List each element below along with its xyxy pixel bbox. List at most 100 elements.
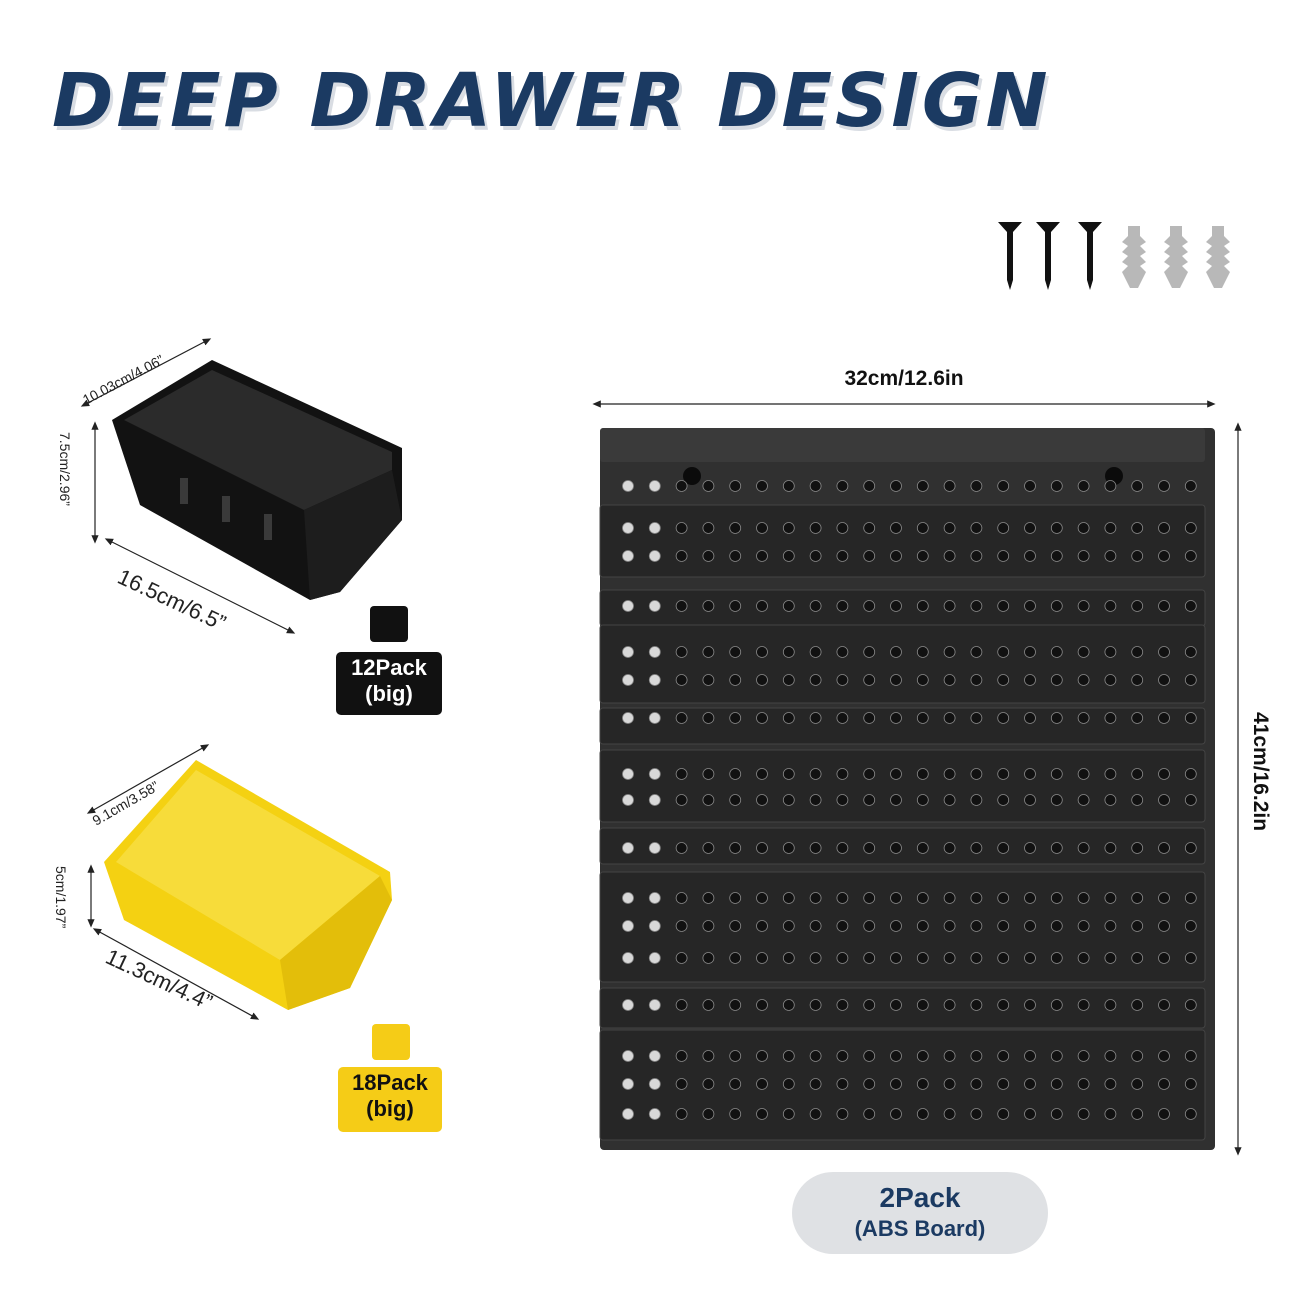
peg-hole — [675, 480, 688, 492]
peg-hole — [1184, 999, 1197, 1011]
peg-hole — [943, 600, 956, 612]
peg-hole — [782, 952, 795, 964]
peg-hole — [1050, 999, 1063, 1011]
peg-hole — [729, 768, 742, 780]
peg-hole — [1131, 768, 1144, 780]
peg-hole — [1050, 550, 1063, 562]
peg-hole — [1184, 1050, 1197, 1062]
peg-hole — [782, 522, 795, 534]
peg-hole — [648, 550, 661, 562]
peg-hole — [943, 794, 956, 806]
peg-hole — [648, 842, 661, 854]
peg-hole — [1077, 550, 1090, 562]
peg-hole — [1024, 522, 1036, 534]
peg-hole — [890, 952, 902, 964]
peg-hole — [1158, 952, 1170, 964]
peg-hole — [970, 892, 983, 904]
peg-hole — [890, 1078, 902, 1090]
peg-hole — [1104, 892, 1117, 904]
peg-hole — [622, 920, 634, 932]
peg-hole — [863, 646, 876, 658]
peg-hole — [863, 550, 876, 562]
peg-hole — [997, 1050, 1010, 1062]
peg-hole — [863, 712, 876, 724]
peg-hole — [782, 1050, 795, 1062]
peg-hole — [890, 768, 902, 780]
peg-hole — [1024, 712, 1036, 724]
board-material: (ABS Board) — [854, 1216, 986, 1241]
peg-hole — [997, 1108, 1010, 1120]
peg-hole — [1050, 892, 1063, 904]
peg-hole — [863, 1078, 876, 1090]
peg-hole — [943, 920, 956, 932]
pegboard-strip — [599, 624, 1206, 704]
peg-hole — [890, 1050, 902, 1062]
peg-hole — [782, 646, 795, 658]
peg-hole — [809, 522, 822, 534]
peg-hole — [943, 999, 956, 1011]
peg-hole — [782, 768, 795, 780]
peg-hole — [729, 480, 742, 492]
peg-hole — [702, 550, 715, 562]
peg-hole — [782, 550, 795, 562]
peg-hole — [702, 522, 715, 534]
peg-hole — [916, 600, 929, 612]
peg-hole — [890, 794, 902, 806]
peg-hole — [809, 842, 822, 854]
peg-hole — [1077, 999, 1090, 1011]
peg-hole — [836, 892, 849, 904]
peg-hole — [756, 920, 768, 932]
peg-hole — [1131, 646, 1144, 658]
peg-hole — [756, 600, 768, 612]
peg-hole — [1104, 794, 1117, 806]
peg-hole — [943, 1108, 956, 1120]
board-height-label: 41cm/16.2in — [1249, 712, 1272, 831]
peg-hole — [675, 674, 688, 686]
peg-hole — [1131, 1050, 1144, 1062]
peg-hole — [729, 842, 742, 854]
peg-hole — [916, 550, 929, 562]
peg-hole — [782, 1108, 795, 1120]
peg-hole — [863, 768, 876, 780]
peg-hole — [890, 712, 902, 724]
peg-hole — [1050, 522, 1063, 534]
peg-hole — [970, 842, 983, 854]
peg-hole — [782, 674, 795, 686]
peg-hole — [648, 646, 661, 658]
peg-hole — [836, 768, 849, 780]
peg-hole — [836, 999, 849, 1011]
peg-hole — [916, 480, 929, 492]
peg-hole — [622, 522, 634, 534]
peg-hole — [675, 1078, 688, 1090]
peg-hole — [836, 522, 849, 534]
peg-hole — [1131, 550, 1144, 562]
peg-hole — [943, 480, 956, 492]
peg-hole — [1184, 550, 1197, 562]
peg-hole — [675, 892, 688, 904]
peg-hole — [1077, 522, 1090, 534]
peg-hole — [1050, 600, 1063, 612]
peg-hole — [943, 1078, 956, 1090]
peg-hole — [1077, 794, 1090, 806]
peg-hole — [756, 892, 768, 904]
peg-hole — [1158, 999, 1170, 1011]
peg-hole — [1131, 842, 1144, 854]
peg-hole — [702, 768, 715, 780]
peg-hole — [916, 952, 929, 964]
peg-hole — [836, 842, 849, 854]
peg-hole — [675, 550, 688, 562]
peg-hole — [782, 794, 795, 806]
peg-hole — [1184, 480, 1197, 492]
peg-hole — [1131, 920, 1144, 932]
peg-hole — [648, 1078, 661, 1090]
peg-hole — [1158, 892, 1170, 904]
peg-hole — [1104, 1108, 1117, 1120]
peg-hole — [943, 952, 956, 964]
small-bin-size: (big) — [366, 1096, 414, 1121]
peg-hole — [890, 842, 902, 854]
peg-hole — [729, 646, 742, 658]
peg-hole — [1077, 1078, 1090, 1090]
peg-hole — [997, 480, 1010, 492]
peg-hole — [1077, 646, 1090, 658]
peg-hole — [970, 550, 983, 562]
